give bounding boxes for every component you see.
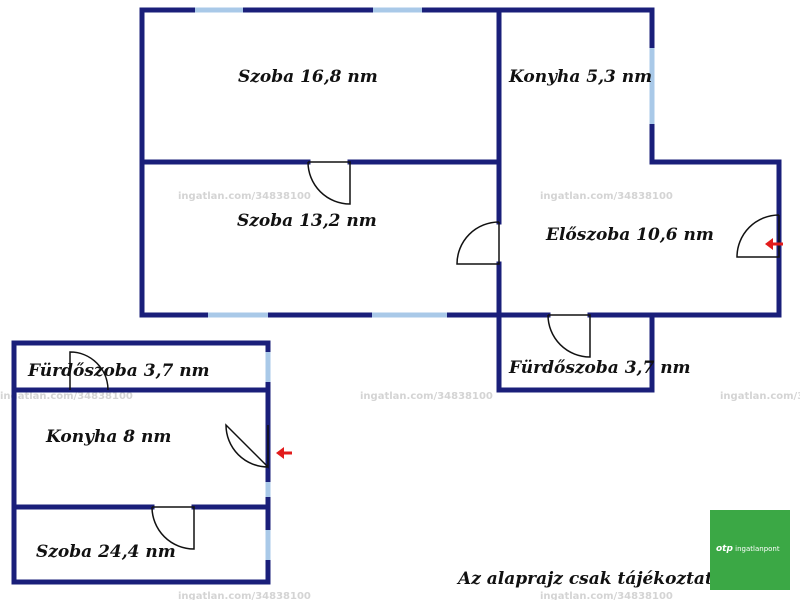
room-label-szoba-16-8: Szoba 16,8 nm <box>238 67 378 87</box>
room-label-furdoszoba-lower: Fürdőszoba 3,7 nm <box>27 361 210 381</box>
door <box>69 351 109 391</box>
door <box>151 506 195 550</box>
door <box>456 221 500 265</box>
room-label-konyha-5-3: Konyha 5,3 nm <box>508 67 652 87</box>
door <box>307 161 351 205</box>
upper-windows <box>195 7 655 318</box>
entrance-arrow-icon <box>276 447 292 459</box>
otp-ingatlanpont-logo: otp ingatlanpont <box>710 510 790 590</box>
room-label-szoba-24-4: Szoba 24,4 nm <box>36 542 176 562</box>
watermark: ingatlan.com/34838100 <box>720 391 800 402</box>
watermark: ingatlan.com/34838100 <box>178 591 311 600</box>
room-label-konyha-8: Konyha 8 nm <box>45 427 171 447</box>
watermarks: ingatlan.com/34838100 ingatlan.com/34838… <box>0 191 800 600</box>
logo-text: otp ingatlanpont <box>716 544 790 554</box>
entrance-door <box>225 423 269 469</box>
watermark: ingatlan.com/34838100 <box>178 191 311 202</box>
watermark: ingatlan.com/34838100 <box>540 191 673 202</box>
watermark: ingatlan.com/34838100 <box>540 591 673 600</box>
lower-doors <box>69 351 269 550</box>
watermark: ingatlan.com/34838100 <box>360 391 493 402</box>
logo-suffix: ingatlanpont <box>735 545 780 553</box>
logo-brand: otp <box>716 544 733 554</box>
watermark: ingatlan.com/34838100 <box>0 391 133 402</box>
room-label-szoba-13-2: Szoba 13,2 nm <box>237 211 377 231</box>
door <box>547 314 591 358</box>
room-label-furdoszoba-upper: Fürdőszoba 3,7 nm <box>508 358 691 378</box>
disclaimer-note: Az alaprajz csak tájékoztató <box>456 569 724 589</box>
room-label-eloszoba-10-6: Előszoba 10,6 nm <box>545 225 714 245</box>
upper-doors <box>307 161 780 358</box>
entrance-arrow-icon <box>765 238 783 250</box>
entrance-door <box>736 214 780 258</box>
